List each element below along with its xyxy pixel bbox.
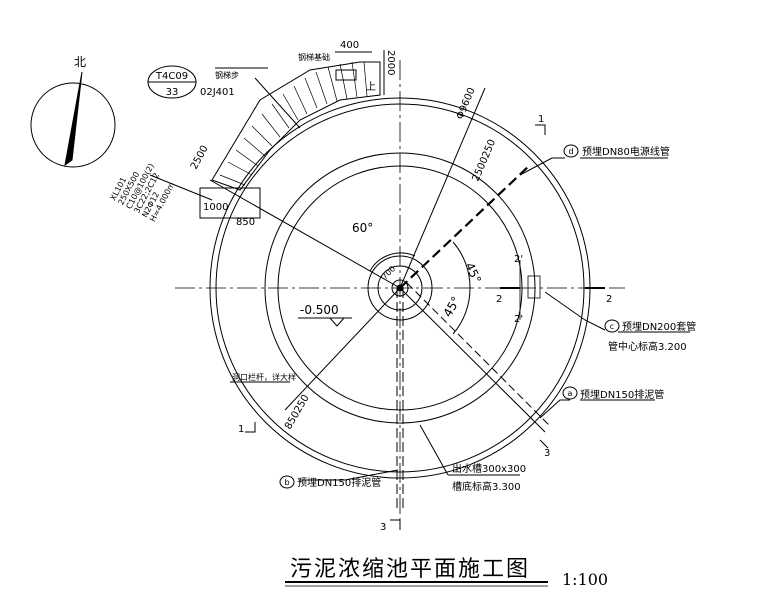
leader-dn200 (544, 291, 606, 331)
diameter-label: Φ9600 (455, 86, 478, 121)
beam-block (199, 187, 261, 219)
section-2p-bottom: 2' (514, 314, 523, 325)
angle-arc-60 (369, 252, 416, 272)
leader-dn150-b (300, 469, 399, 481)
beam-dim-850: 850 (236, 217, 255, 228)
beam-spec: XL101 250X500 C10@100(2) 3C22;2C12 N2Φ12… (109, 162, 177, 223)
section-2-left: 2 (496, 294, 502, 305)
angle-45-upper-label: 45° (462, 260, 484, 285)
label-dn150-b: 预埋DN150排泥管 (297, 476, 381, 489)
tag-a: a (568, 389, 573, 398)
north-circle (30, 82, 116, 168)
section-1-bottom: 1 (238, 424, 244, 435)
leader-outlet (419, 424, 449, 476)
stair-treads (219, 61, 368, 186)
leader-dn150-a (539, 399, 570, 419)
step-ref-top: T4C09 (155, 71, 188, 82)
drawing-title: 污泥浓缩池平面施工图 (290, 557, 530, 582)
angle-45-lower-label: 45° (440, 294, 463, 319)
stair-up: 上 (366, 81, 376, 93)
label-railing: 洞口栏杆，详大样 (232, 372, 296, 382)
pipe-dn150-a-1 (399, 287, 546, 433)
drawing-scale: 1:100 (562, 570, 608, 589)
tag-d: d (568, 147, 573, 156)
beam-dim-1000: 1000 (203, 202, 228, 213)
sleeve-dn200 (527, 275, 541, 299)
section-3-bottom: 3 (380, 522, 386, 533)
beam-leader (149, 174, 213, 201)
north-label: 北 (74, 55, 86, 69)
label-dn150-a: 预埋DN150排泥管 (580, 388, 664, 401)
beam-dim-2500: 2500 (189, 144, 211, 172)
section-mark-3-right (539, 439, 549, 449)
elevation-triangle (329, 317, 345, 327)
section-1-top: 1 (538, 114, 544, 125)
north-arrow (64, 71, 83, 167)
tag-c: c (610, 322, 614, 331)
section-2p-top: 2' (514, 254, 523, 265)
step-code: 02J401 (200, 87, 235, 98)
section-mark-1-top (535, 124, 546, 135)
label-outlet: 出水槽300x300 (452, 462, 526, 475)
section-mark-3-bottom (390, 519, 401, 530)
label-outlet-elev: 槽底标高3.300 (452, 480, 521, 493)
radial-line-lower (284, 287, 401, 411)
label-dn200: 预埋DN200套管 (622, 320, 696, 333)
angle-arc-45-upper (452, 241, 471, 289)
lower-dim: 850250 (283, 393, 312, 432)
angle-60-label: 60° (352, 221, 373, 235)
diameter-leader (399, 87, 486, 289)
stair-outline (211, 61, 381, 191)
tag-c-circle (604, 319, 620, 333)
tag-b: b (284, 478, 289, 487)
stair-base-block (335, 69, 357, 81)
angle-arc-45-lower (452, 287, 471, 335)
tag-d-circle (563, 144, 579, 158)
section-3-right: 3 (544, 448, 550, 459)
step-ref-bottom: 33 (166, 87, 179, 98)
step-label: 钢梯步 (215, 70, 239, 80)
handrail-label: 钢梯基础 (298, 52, 330, 62)
step-leader (254, 77, 301, 129)
stair-dim-2000: 2000 (385, 50, 396, 75)
section-2-right: 2 (606, 294, 612, 305)
tag-a-circle (562, 386, 578, 400)
radial-dim: 2500250 (471, 138, 499, 183)
radial-line-60 (209, 179, 401, 289)
tag-b-circle (279, 475, 295, 489)
stair-dim-400: 400 (340, 40, 359, 51)
label-dn200-elev: 管中心标高3.200 (608, 340, 687, 353)
section-mark-1-bottom (245, 422, 256, 433)
leader-dn80 (519, 157, 565, 176)
elevation-label: -0.500 (300, 303, 339, 317)
label-dn80: 预埋DN80电源线管 (582, 145, 670, 158)
pipe-dn150-a-2 (406, 282, 552, 428)
